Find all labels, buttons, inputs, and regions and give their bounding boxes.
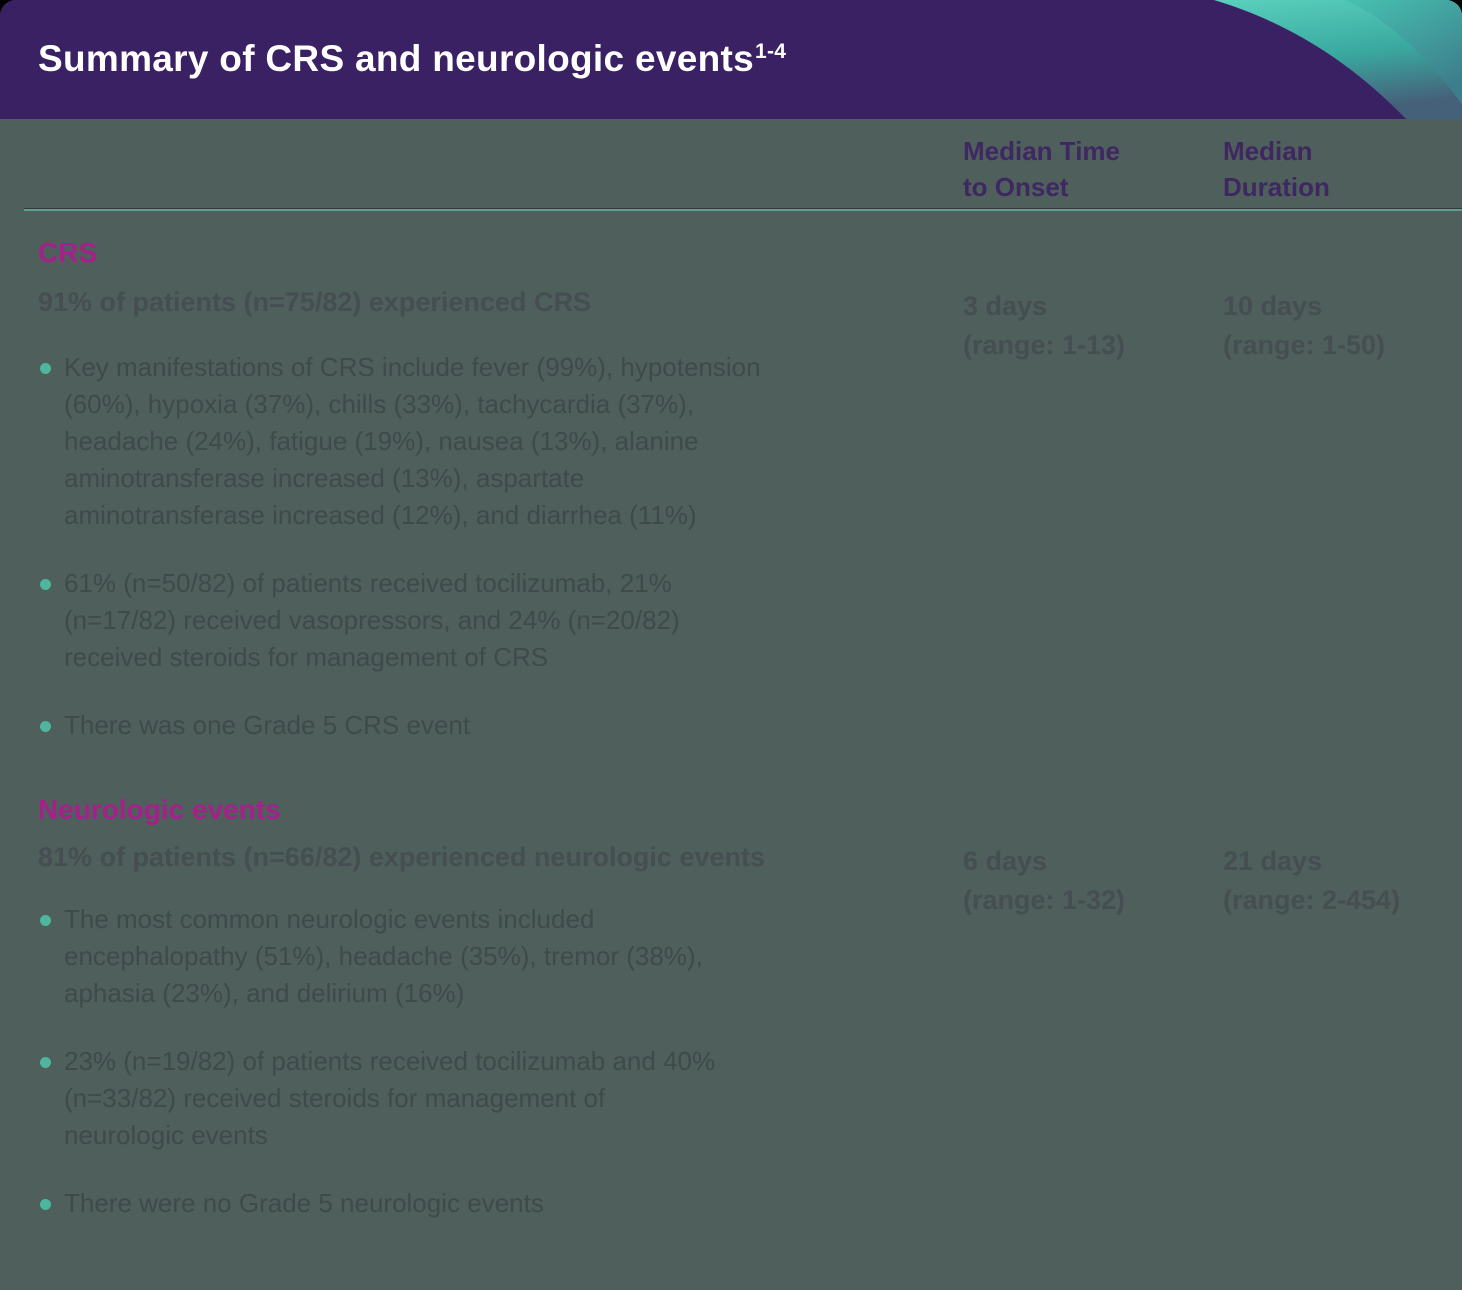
bullet-item: 61% (n=50/82) of patients received tocil… xyxy=(38,565,948,676)
neurologic-duration-range: (range: 2-454) xyxy=(1223,885,1401,915)
bullet-text: There were no Grade 5 neurologic events xyxy=(64,1188,544,1218)
crs-median-duration-cell: 10 days (range: 1-50) xyxy=(1223,287,1385,365)
neurologic-median-duration-cell: 21 days (range: 2-454) xyxy=(1223,842,1400,920)
page-title: Summary of CRS and neurologic events1-4 xyxy=(38,38,786,80)
bullet-item: Key manifestations of CRS include fever … xyxy=(38,349,948,534)
divider-line xyxy=(24,209,1462,211)
neurologic-duration-value: 21 days xyxy=(1223,846,1323,876)
bullet-icon xyxy=(40,579,51,590)
bullet-item: The most common neurologic events includ… xyxy=(38,901,948,1012)
neurologic-bullet-list: The most common neurologic events includ… xyxy=(38,901,948,1253)
column-header-median-duration: Median Duration xyxy=(1223,136,1330,202)
crs-duration-range: (range: 1-50) xyxy=(1223,330,1386,360)
bullet-item: There were no Grade 5 neurologic events xyxy=(38,1185,948,1222)
crs-onset-range: (range: 1-13) xyxy=(963,330,1126,360)
neurologic-onset-value: 6 days xyxy=(963,846,1048,876)
crs-bullet-list: Key manifestations of CRS include fever … xyxy=(38,349,948,775)
header-bar: Summary of CRS and neurologic events1-4 xyxy=(0,0,1462,119)
section-title-neurologic-events: Neurologic events xyxy=(38,794,281,825)
neurologic-onset-range: (range: 1-32) xyxy=(963,885,1126,915)
crs-heading: 91% of patients (n=75/82) experienced CR… xyxy=(38,287,591,317)
bullet-text: There was one Grade 5 CRS event xyxy=(64,710,471,740)
bullet-item: 23% (n=19/82) of patients received tocil… xyxy=(38,1043,948,1154)
bullet-text: Key manifestations of CRS include fever … xyxy=(64,352,761,530)
bullet-icon xyxy=(40,1057,51,1068)
neurologic-median-time-to-onset-cell: 6 days (range: 1-32) xyxy=(963,842,1125,920)
header-swoosh-decoration xyxy=(1117,0,1462,119)
bullet-text: 61% (n=50/82) of patients received tocil… xyxy=(64,568,680,672)
crs-onset-value: 3 days xyxy=(963,291,1048,321)
section-title-crs: CRS xyxy=(38,237,98,268)
bullet-icon xyxy=(40,363,51,374)
column-header-median-time-to-onset: Median Time to Onset xyxy=(963,136,1121,202)
crs-duration-value: 10 days xyxy=(1223,291,1323,321)
bullet-text: 23% (n=19/82) of patients received tocil… xyxy=(64,1046,716,1150)
neurologic-heading: 81% of patients (n=66/82) experienced ne… xyxy=(38,842,765,872)
crs-median-time-to-onset-cell: 3 days (range: 1-13) xyxy=(963,287,1125,365)
bullet-icon xyxy=(40,1199,51,1210)
bullet-icon xyxy=(40,915,51,926)
bullet-text: The most common neurologic events includ… xyxy=(64,904,703,1008)
bullet-item: There was one Grade 5 CRS event xyxy=(38,707,948,744)
title-superscript: 1-4 xyxy=(755,40,787,63)
page-title-text: Summary of CRS and neurologic events xyxy=(38,38,755,79)
bullet-icon xyxy=(40,721,51,732)
